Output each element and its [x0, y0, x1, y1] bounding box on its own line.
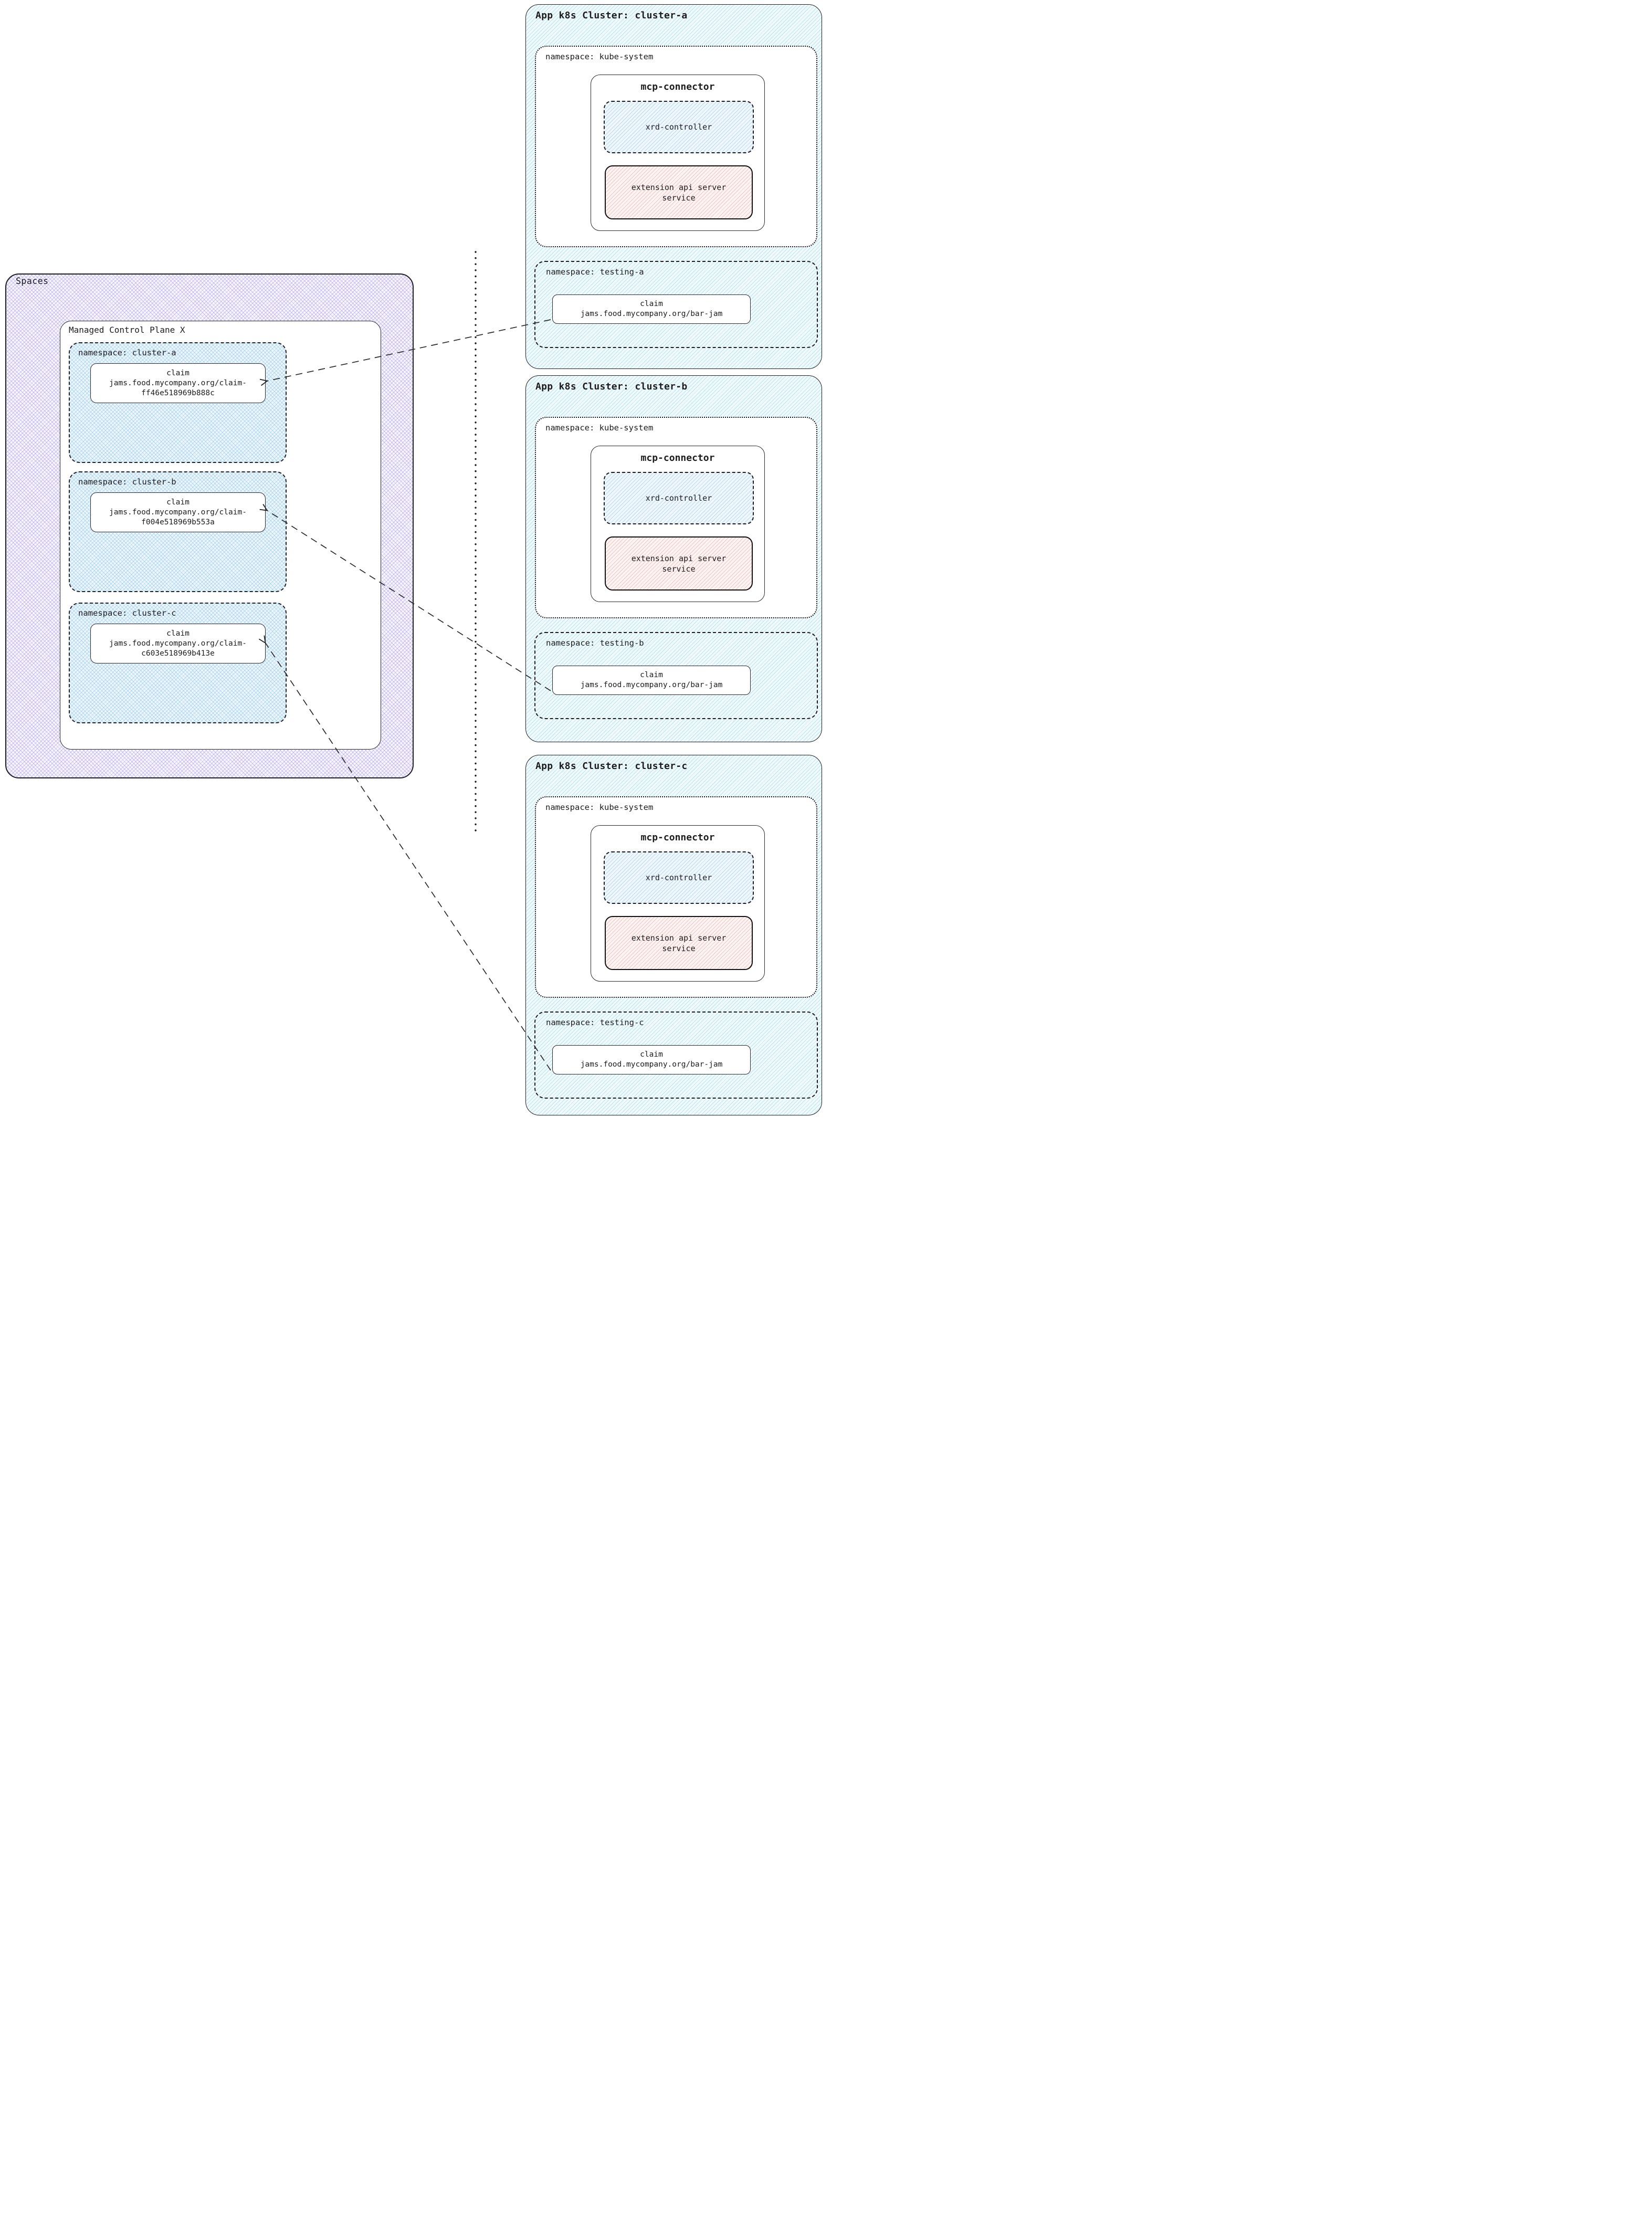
- cluster-a-mcp-connector-box: mcp-connector xrd-controller extension a…: [591, 75, 765, 231]
- ext-api-line2: service: [662, 943, 696, 953]
- claim-cluster-a-box: claim jams.food.mycompany.org/claim- ff4…: [90, 363, 266, 403]
- ext-api-line1: extension api server: [631, 553, 727, 563]
- mcp-connector-label: mcp-connector: [640, 452, 715, 463]
- mcp-connector-label: mcp-connector: [640, 832, 715, 843]
- claim-line1: jams.food.mycompany.org/claim-: [109, 378, 247, 387]
- claim-title: claim: [640, 300, 663, 308]
- cluster-c-testing-namespace-box: namespace: testing-c claim jams.food.myc…: [534, 1011, 818, 1099]
- ext-api-line1: extension api server: [631, 182, 727, 192]
- mcp-connector-label: mcp-connector: [640, 81, 715, 92]
- namespace-cluster-c-label: namespace: cluster-c: [78, 608, 176, 618]
- ext-api-line2: service: [662, 564, 696, 574]
- testing-b-label: namespace: testing-b: [546, 638, 644, 648]
- cluster-c-title: App k8s Cluster: cluster-c: [535, 761, 688, 772]
- namespace-cluster-a-label: namespace: cluster-a: [78, 348, 176, 357]
- xrd-controller-label: xrd-controller: [645, 873, 712, 882]
- cluster-c-box: App k8s Cluster: cluster-c namespace: ku…: [525, 755, 822, 1115]
- spaces-label: Spaces: [16, 276, 49, 286]
- claim-title: claim: [166, 498, 190, 507]
- claim-line1: jams.food.mycompany.org/bar-jam: [580, 310, 723, 318]
- cluster-b-extension-api-server-box: extension api server service: [605, 536, 753, 591]
- cluster-a-box: App k8s Cluster: cluster-a namespace: ku…: [525, 4, 822, 369]
- xrd-controller-label: xrd-controller: [645, 122, 712, 132]
- cluster-a-extension-api-server-box: extension api server service: [605, 165, 753, 219]
- claim-line1: jams.food.mycompany.org/bar-jam: [580, 1060, 723, 1069]
- claim-title: claim: [640, 671, 663, 679]
- cluster-c-xrd-controller-box: xrd-controller: [604, 851, 754, 904]
- kube-system-label: namespace: kube-system: [545, 52, 654, 61]
- namespace-cluster-a-box: namespace: cluster-a claim jams.food.myc…: [69, 342, 287, 463]
- cluster-c-bar-jam-claim-box: claim jams.food.mycompany.org/bar-jam: [552, 1045, 751, 1074]
- cluster-a-title: App k8s Cluster: cluster-a: [535, 10, 688, 21]
- cluster-b-bar-jam-claim-box: claim jams.food.mycompany.org/bar-jam: [552, 666, 751, 695]
- cluster-b-kube-system-box: namespace: kube-system mcp-connector xrd…: [535, 417, 817, 618]
- namespace-cluster-b-label: namespace: cluster-b: [78, 477, 176, 487]
- kube-system-label: namespace: kube-system: [545, 423, 654, 433]
- claim-line1: jams.food.mycompany.org/bar-jam: [580, 681, 723, 689]
- cluster-b-box: App k8s Cluster: cluster-b namespace: ku…: [525, 375, 822, 742]
- claim-title: claim: [166, 368, 190, 377]
- cluster-a-xrd-controller-box: xrd-controller: [604, 101, 754, 153]
- claim-cluster-b-box: claim jams.food.mycompany.org/claim- f00…: [90, 492, 266, 532]
- cluster-c-extension-api-server-box: extension api server service: [605, 916, 753, 970]
- cluster-b-title: App k8s Cluster: cluster-b: [535, 381, 688, 392]
- claim-title: claim: [166, 629, 190, 638]
- kube-system-label: namespace: kube-system: [545, 803, 654, 812]
- claim-line2: c603e518969b413e: [141, 649, 215, 658]
- testing-a-label: namespace: testing-a: [546, 267, 644, 277]
- managed-control-plane-label: Managed Control Plane X: [69, 325, 185, 335]
- cluster-a-kube-system-box: namespace: kube-system mcp-connector xrd…: [535, 46, 817, 247]
- cluster-b-testing-namespace-box: namespace: testing-b claim jams.food.myc…: [534, 632, 818, 719]
- testing-c-label: namespace: testing-c: [546, 1018, 644, 1027]
- cluster-b-mcp-connector-box: mcp-connector xrd-controller extension a…: [591, 446, 765, 602]
- namespace-cluster-b-box: namespace: cluster-b claim jams.food.myc…: [69, 471, 287, 592]
- claim-line2: f004e518969b553a: [141, 518, 215, 526]
- claim-line2: ff46e518969b888c: [141, 388, 215, 397]
- claim-line1: jams.food.mycompany.org/claim-: [109, 639, 247, 648]
- cluster-a-testing-namespace-box: namespace: testing-a claim jams.food.myc…: [534, 261, 818, 348]
- claim-line1: jams.food.mycompany.org/claim-: [109, 508, 247, 517]
- k8s-architecture-diagram: Spaces Managed Control Plane X namespace…: [0, 0, 826, 1117]
- cluster-b-xrd-controller-box: xrd-controller: [604, 472, 754, 524]
- cluster-c-mcp-connector-box: mcp-connector xrd-controller extension a…: [591, 825, 765, 982]
- xrd-controller-label: xrd-controller: [645, 493, 712, 503]
- claim-title: claim: [640, 1050, 663, 1059]
- cluster-c-kube-system-box: namespace: kube-system mcp-connector xrd…: [535, 796, 817, 998]
- claim-cluster-c-box: claim jams.food.mycompany.org/claim- c60…: [90, 624, 266, 663]
- ext-api-line2: service: [662, 193, 696, 203]
- cluster-a-bar-jam-claim-box: claim jams.food.mycompany.org/bar-jam: [552, 294, 751, 324]
- namespace-cluster-c-box: namespace: cluster-c claim jams.food.myc…: [69, 603, 287, 723]
- ext-api-line1: extension api server: [631, 933, 727, 943]
